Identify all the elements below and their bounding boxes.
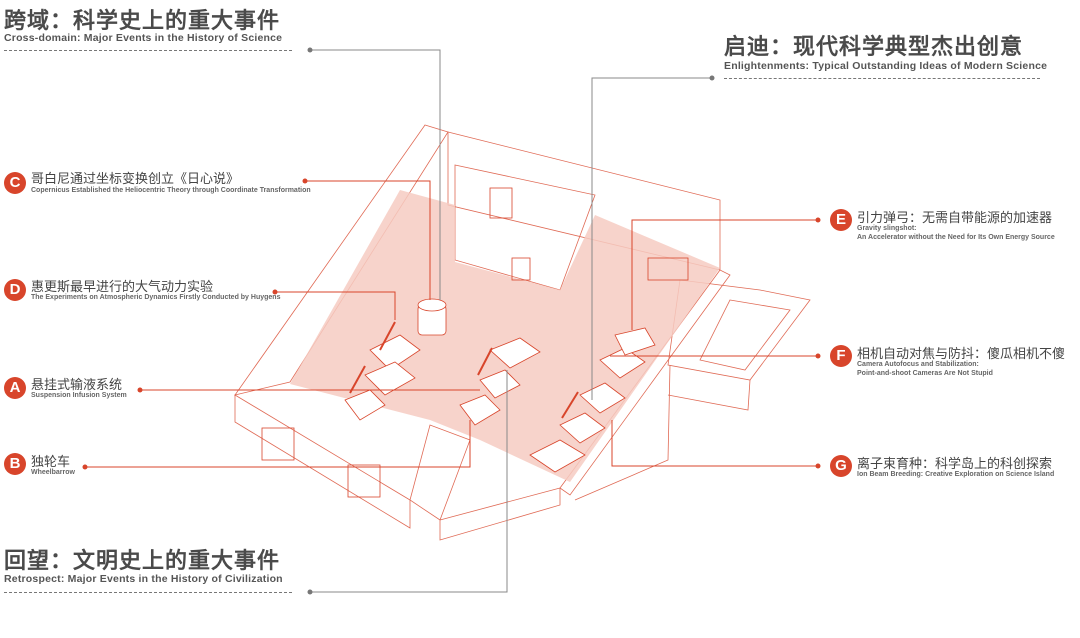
furniture (344, 298, 656, 473)
badge-a: A (4, 377, 26, 399)
label-g-zh: 离子束育种：科学岛上的科创探索 (857, 457, 1053, 472)
label-e-en: Gravity slingshot: (857, 225, 917, 232)
label-f-zh: 相机自动对焦与防抖：傻瓜相机不傻 (857, 347, 1066, 362)
red-markers (349, 321, 579, 419)
label-b-zh: 独轮车 (31, 455, 71, 470)
section-leaders (310, 49, 712, 593)
retrospect-subtitle: Retrospect: Major Events in the History … (4, 573, 283, 585)
label-e-en2: An Accelerator without the Need for Its … (857, 234, 1055, 241)
label-e-zh: 引力弹弓：无需自带能源的加速器 (857, 211, 1053, 226)
label-d-en: The Experiments on Atmospheric Dynamics … (31, 294, 281, 301)
retrospect-title: 回望：文明史上的重大事件 (4, 549, 281, 574)
enlightenments-subtitle: Enlightenments: Typical Outstanding Idea… (724, 60, 1048, 72)
label-c-zh: 哥白尼通过坐标变换创立《日心说》 (31, 172, 240, 187)
label-d-zh: 惠更斯最早进行的大气动力实验 (31, 280, 214, 295)
label-c-en: Copernicus Established the Heliocentric … (31, 187, 311, 194)
cross-domain-title: 跨域：科学史上的重大事件 (4, 9, 281, 34)
floor-area (290, 190, 720, 482)
label-leaders (85, 180, 818, 468)
divider (4, 50, 292, 51)
badge-c: C (4, 172, 26, 194)
badge-f: F (830, 345, 852, 367)
badge-e: E (830, 209, 852, 231)
cross-domain-subtitle: Cross-domain: Major Events in the Histor… (4, 32, 283, 44)
windows (261, 187, 689, 498)
badge-b: B (4, 453, 26, 475)
enlightenments-title: 启迪：现代科学典型杰出创意 (724, 35, 1024, 60)
divider (724, 78, 1040, 79)
divider (4, 592, 292, 593)
label-b-en: Wheelbarrow (31, 469, 75, 476)
label-g-en: Ion Beam Breeding: Creative Exploration … (857, 471, 1055, 478)
label-f-en2: Point-and-shoot Cameras Are Not Stupid (857, 370, 993, 377)
label-a-en: Suspension Infusion System (31, 392, 127, 399)
label-f-en: Camera Autofocus and Stabilization: (857, 361, 979, 368)
label-leader-dots (82, 178, 821, 470)
section-leader-dots (307, 47, 715, 595)
badge-g: G (830, 455, 852, 477)
badge-d: D (4, 279, 26, 301)
label-a-zh: 悬挂式输液系统 (31, 378, 123, 393)
